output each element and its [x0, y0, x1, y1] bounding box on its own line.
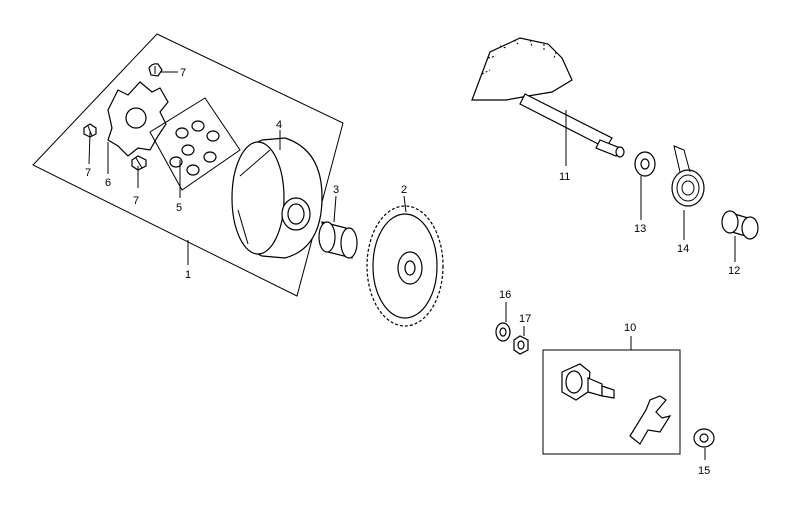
starter-assembly-box — [542, 349, 681, 455]
callout-10: 10 — [624, 322, 636, 334]
slider-part-7-top — [148, 63, 163, 77]
callout-5: 5 — [176, 202, 182, 214]
slider-part-7-bottom — [131, 155, 147, 171]
slider-part-7-left — [83, 123, 97, 138]
driven-gear-part-2 — [366, 205, 444, 327]
variator-pulley-part-4 — [231, 137, 323, 259]
washer-part-16 — [495, 322, 511, 342]
callout-3: 3 — [333, 184, 339, 196]
callout-2: 2 — [401, 184, 407, 196]
rollers-box — [149, 97, 241, 191]
callout-16: 16 — [499, 289, 511, 301]
callout-15: 15 — [698, 465, 710, 477]
callout-4: 4 — [276, 119, 282, 131]
starter-pinion-part-10 — [561, 363, 615, 401]
callout-17: 17 — [519, 313, 531, 325]
callout-13: 13 — [634, 223, 646, 235]
roller-weights-part-5 — [169, 120, 220, 176]
callout-7-left: 7 — [85, 167, 91, 179]
callout-1: 1 — [185, 269, 191, 281]
ramp-plate-part-6 — [107, 81, 169, 157]
callout-7-top: 7 — [180, 67, 186, 79]
callout-14: 14 — [677, 243, 689, 255]
callout-11: 11 — [559, 171, 570, 183]
bushing-part-12 — [721, 210, 759, 240]
starter-clip-part-10 — [629, 395, 672, 445]
kick-spindle-part-11 — [471, 37, 625, 158]
washer-part-15 — [693, 428, 715, 448]
callout-12: 12 — [728, 265, 740, 277]
callout-6: 6 — [105, 177, 111, 189]
callout-7-bottom: 7 — [133, 195, 139, 207]
bushing-part-3 — [318, 221, 358, 259]
leader-lines — [88, 71, 736, 460]
washer-part-13 — [634, 151, 656, 177]
nut-part-17 — [513, 335, 529, 355]
assembly-1-frame — [32, 33, 344, 297]
kick-spring-part-14 — [671, 145, 705, 207]
